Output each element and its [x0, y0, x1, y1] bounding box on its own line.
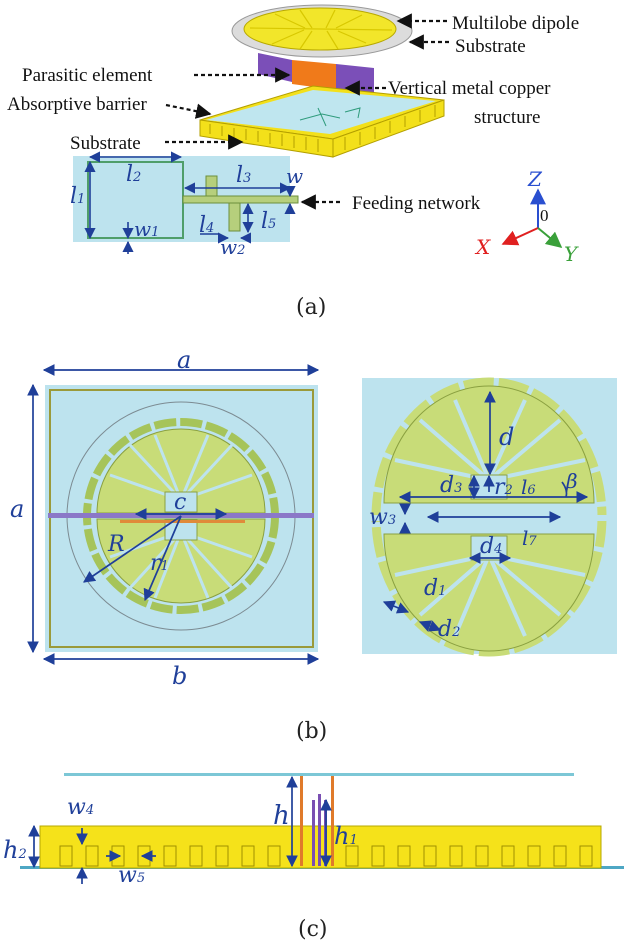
dim-beta: β: [565, 469, 578, 493]
dim-d1: d1: [424, 576, 446, 601]
dim-r1: r1: [150, 551, 169, 576]
axis-y-label: Y: [564, 242, 579, 266]
side-parasitic-left: [300, 776, 303, 866]
dim-w4: w4: [67, 795, 94, 820]
dipole-lobe-lines: [249, 9, 393, 50]
caption-c: (c): [298, 917, 328, 942]
dim-w: w: [286, 164, 303, 188]
side-dimension-lines: [28, 775, 332, 884]
label-parasitic-element: Parasitic element: [22, 65, 153, 86]
topview-upper-lobe: [96, 428, 266, 514]
axis-origin-label: 0: [540, 206, 549, 225]
dim-a-top: a: [177, 346, 191, 374]
feed-line-horizontal: [182, 195, 299, 204]
dim-w1: w1: [134, 217, 159, 241]
dim-w2: w2: [220, 235, 245, 259]
feed-stub-bottom: [228, 202, 241, 232]
dim-h1: h1: [334, 822, 358, 850]
dim-d: d: [499, 423, 514, 451]
label-multilobe-dipole: Multilobe dipole: [452, 13, 579, 34]
dim-w5: w5: [118, 863, 145, 888]
absorptive-barrier-inner: [206, 90, 436, 134]
dim-l5: l5: [261, 209, 276, 234]
feed-dimension-lines: [84, 151, 296, 254]
dim-l4: l4: [199, 213, 214, 238]
side-metal-strip-1: [312, 800, 315, 866]
dim-d3: d3: [440, 473, 462, 498]
caption-b: (b): [296, 719, 327, 744]
dim-R: R: [107, 532, 125, 557]
dim-l7: l7: [522, 526, 537, 550]
label-absorptive-barrier: Absorptive barrier: [7, 94, 147, 115]
side-metal-strip-2: [318, 794, 321, 866]
topview-dimension-lines: [27, 364, 320, 665]
vertical-metal-plate-left: [258, 53, 292, 82]
dim-r2: r2: [494, 475, 513, 500]
dim-b: b: [172, 662, 187, 690]
side-top-substrate: [64, 773, 574, 776]
axis-z-label: Z: [527, 167, 543, 191]
dim-h: h: [273, 801, 290, 831]
topview-parasitic-line: [120, 520, 245, 523]
dim-c: c: [174, 490, 186, 515]
absorptive-barrier-front-right: [332, 99, 445, 158]
zoomview-gap: [370, 515, 610, 521]
side-parasitic-right: [331, 776, 334, 866]
topview-lobe-slits: [109, 434, 253, 599]
dim-h2: h2: [3, 836, 27, 864]
axis-x-label: X: [474, 235, 491, 259]
label-vertical-metal-line1: Vertical metal copper: [388, 78, 551, 99]
dim-a-left: a: [10, 495, 24, 523]
coordinate-axes: [501, 188, 563, 249]
feed-stub-top: [205, 175, 218, 197]
dim-l3: l3: [236, 163, 251, 188]
dim-l2: l2: [126, 162, 141, 187]
dim-l6: l6: [521, 475, 536, 499]
label-feeding-network: Feeding network: [352, 193, 481, 214]
panel-c: w4 h h1 h2 w5 (c): [3, 773, 624, 942]
topview-barrier-outline: [49, 389, 314, 648]
panel-b: a a b c R r1: [10, 346, 617, 744]
panel-a: Multilobe dipole Substrate Parasitic ele…: [7, 4, 579, 320]
parasitic-element-plate: [292, 60, 336, 90]
caption-a: (a): [296, 295, 326, 320]
barrier-slot-marks: [209, 105, 436, 152]
zoomview-dimension-lines: [382, 390, 589, 632]
feed-trace-3d: [299, 107, 361, 127]
dim-w3: w3: [369, 505, 396, 530]
side-barrier-slots: [59, 845, 593, 867]
callout-arrows-a: [165, 13, 449, 210]
dim-l1: l1: [70, 184, 85, 209]
dim-d2: d2: [438, 617, 460, 642]
dim-d4: d4: [480, 534, 502, 559]
topview-lower-lobe: [96, 518, 266, 604]
label-vertical-metal-line2: structure: [474, 107, 540, 128]
label-substrate-top: Substrate: [455, 36, 526, 57]
label-substrate-bottom: Substrate: [70, 133, 141, 154]
